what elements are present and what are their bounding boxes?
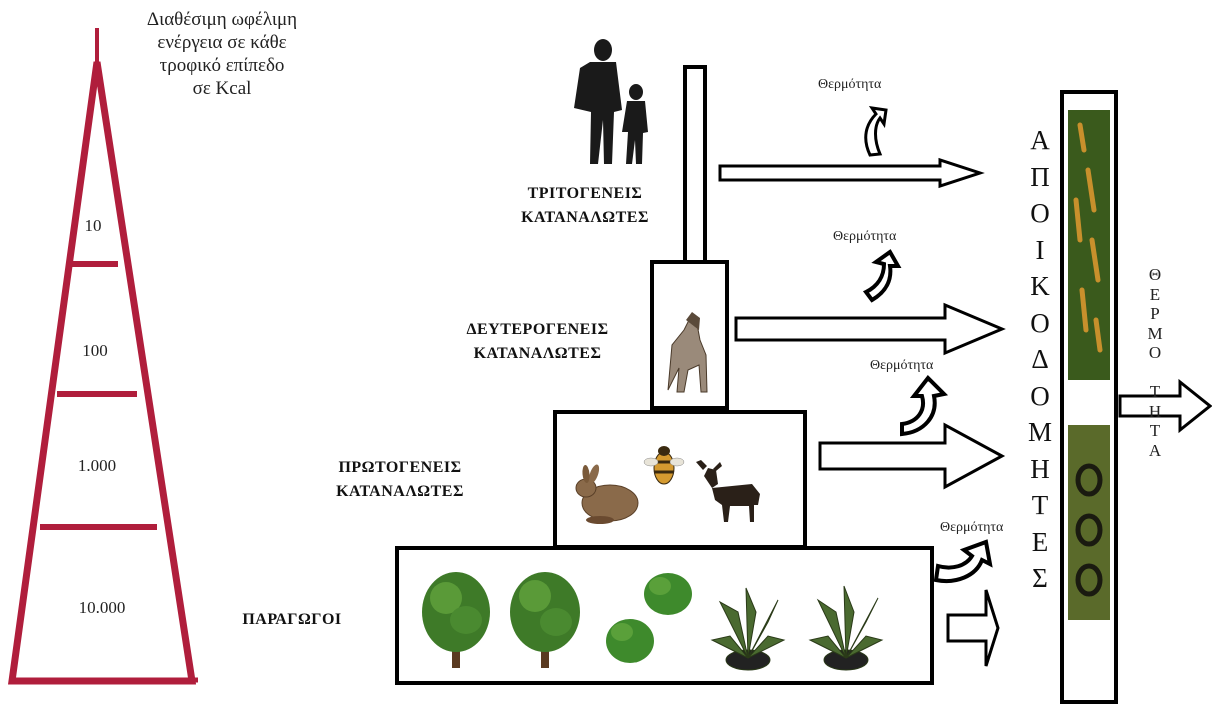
heat-letter: Ε xyxy=(1150,285,1160,305)
heat-letter: Θ xyxy=(1149,265,1161,285)
decomposers-letter: Τ xyxy=(1032,487,1049,524)
label-line: ΠΑΡΑΓΩΓΟΙ xyxy=(222,608,362,632)
pyramid-caption: Διαθέσιμη ωφέλιμη ενέργεια σε κάθε τροφι… xyxy=(112,8,332,100)
heat-vertical-label: Θ Ε Ρ Μ Ο Τ Η Τ Α xyxy=(1140,265,1170,460)
energy-value-producers: 10.000 xyxy=(42,598,162,618)
heat-letter: Η xyxy=(1149,402,1161,422)
heat-letter: Ρ xyxy=(1150,304,1159,324)
label-line: ΚΑΤΑΝΑΛΩΤΕΣ xyxy=(480,206,690,230)
decomposers-letter: Σ xyxy=(1032,560,1048,597)
decomposer-organisms-icon xyxy=(1068,110,1110,380)
heat-label: Θερμότητα xyxy=(940,520,1003,536)
heat-arrow-icon xyxy=(866,252,898,300)
heat-letter: Α xyxy=(1149,441,1161,461)
heat-label: Θερμότητα xyxy=(818,77,881,93)
heat-label: Θερμότητα xyxy=(833,229,896,245)
heat-letter: Μ xyxy=(1147,324,1162,344)
energy-arrow xyxy=(948,590,998,666)
human-silhouette-icon xyxy=(574,39,648,164)
energy-value-tertiary: 10 xyxy=(33,216,153,236)
energy-value-primary: 1.000 xyxy=(37,456,157,476)
energy-arrow xyxy=(736,305,1002,353)
decomposers-letter: Η xyxy=(1030,451,1050,488)
energy-value-secondary: 100 xyxy=(35,341,155,361)
caption-line: τροφικό επίπεδο xyxy=(112,54,332,77)
heat-arrow-icon xyxy=(866,108,886,155)
decomposers-letter: Ι xyxy=(1036,232,1045,269)
label-line: ΚΑΤΑΝΑΛΩΤΕΣ xyxy=(300,480,500,504)
label-line: ΤΡΙΤΟΓΕΝΕΙΣ xyxy=(480,182,690,206)
decomposers-letter: Ο xyxy=(1030,195,1050,232)
heat-label: Θερμότητα xyxy=(870,358,933,374)
decomposers-label: Α Π Ο Ι Κ Ο Δ Ο Μ Η Τ Ε Σ xyxy=(1020,122,1060,597)
caption-line: ενέργεια σε κάθε xyxy=(112,31,332,54)
secondary-consumers-label: ΔΕΥΤΕΡΟΓΕΝΕΙΣ ΚΑΤΑΝΑΛΩΤΕΣ xyxy=(430,318,645,366)
heat-arrow-icon xyxy=(936,542,990,581)
heat-letter: Ο xyxy=(1149,343,1161,363)
heat-arrow-icon xyxy=(902,378,944,434)
energy-arrow xyxy=(720,160,980,186)
caption-line: Διαθέσιμη ωφέλιμη xyxy=(112,8,332,31)
energy-pyramid-outline xyxy=(12,62,192,681)
decomposer-organisms-icon xyxy=(1068,425,1110,620)
decomposers-letter: Δ xyxy=(1031,341,1048,378)
label-line: ΠΡΩΤΟΓΕΝΕΙΣ xyxy=(300,456,500,480)
primary-consumers-label: ΠΡΩΤΟΓΕΝΕΙΣ ΚΑΤΑΝΑΛΩΤΕΣ xyxy=(300,456,500,504)
decomposers-letter: Π xyxy=(1030,159,1050,196)
bush-icon xyxy=(606,619,654,663)
decomposers-letter: Μ xyxy=(1028,414,1052,451)
decomposers-letter: Ε xyxy=(1032,524,1049,561)
tertiary-consumers-label: ΤΡΙΤΟΓΕΝΕΙΣ ΚΑΤΑΝΑΛΩΤΕΣ xyxy=(480,182,690,230)
decomposers-letter: Ο xyxy=(1030,305,1050,342)
producers-label: ΠΑΡΑΓΩΓΟΙ xyxy=(222,608,362,632)
label-line: ΚΑΤΑΝΑΛΩΤΕΣ xyxy=(430,342,645,366)
heat-letter: Τ xyxy=(1150,382,1160,402)
bush-icon xyxy=(644,573,692,615)
decomposers-letter: Α xyxy=(1030,122,1050,159)
decomposers-letter: Κ xyxy=(1030,268,1050,305)
tertiary-column xyxy=(685,67,705,262)
decomposers-letter: Ο xyxy=(1030,378,1050,415)
caption-line: σε Kcal xyxy=(112,77,332,100)
decomposers-column xyxy=(1062,92,1116,702)
label-line: ΔΕΥΤΕΡΟΓΕΝΕΙΣ xyxy=(430,318,645,342)
heat-letter: Τ xyxy=(1150,421,1160,441)
